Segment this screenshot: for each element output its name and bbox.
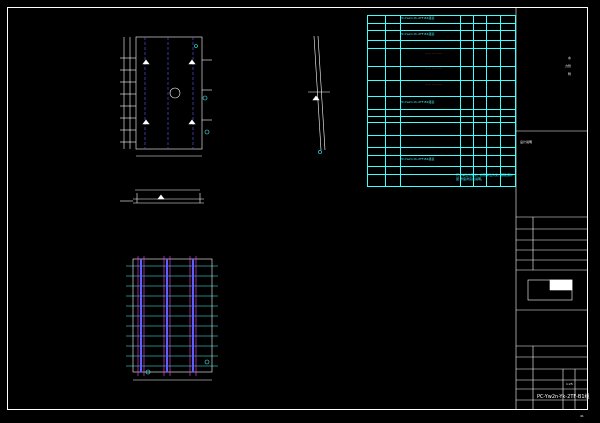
design-note-line-1: 尺寸单位为毫米，标高单位为米，钢筋保护层 xyxy=(456,173,514,181)
page-number: 41 xyxy=(580,414,584,418)
table-title-1: PC-Yw2n-Yk-2TF-B1组表 xyxy=(400,16,435,20)
panel-label: 设计说明 xyxy=(520,140,533,144)
table-title-3: PC-Yw2n-Yk-2TF-B1组表 xyxy=(400,100,435,104)
scale-label: 1:25 xyxy=(566,382,573,386)
red-mark-1: —— — —— xyxy=(425,51,442,55)
drawing-frame xyxy=(7,7,588,410)
header-right-1: 水 xyxy=(568,56,572,60)
table-title-2: PC-Yw2n-Yk-2TF-B1组表 xyxy=(400,32,435,36)
design-note: 尺寸单位为毫米，标高单位为米，钢筋保护层 厚度详见总说明。 xyxy=(456,173,514,181)
header-right-2: 力管 xyxy=(565,64,572,68)
header-right-3: 附 xyxy=(568,72,572,76)
side-elevation xyxy=(308,35,330,154)
title-block xyxy=(515,7,588,410)
design-note-line-2: 厚度详见总说明。 xyxy=(459,177,484,181)
reinforcement-plan xyxy=(126,256,218,381)
rebar-schedule-table xyxy=(367,15,516,187)
sheet-label: PC-Yw2n-Yk-2TF-B1组 xyxy=(537,394,590,400)
red-mark-2: —— — —— xyxy=(425,66,442,70)
red-mark-3: —— — —— xyxy=(425,82,442,86)
table-title-4: PC-Yw2n-Yk-2TF-B1组表 xyxy=(400,157,435,161)
section-view xyxy=(120,189,204,204)
plan-view xyxy=(120,36,212,157)
